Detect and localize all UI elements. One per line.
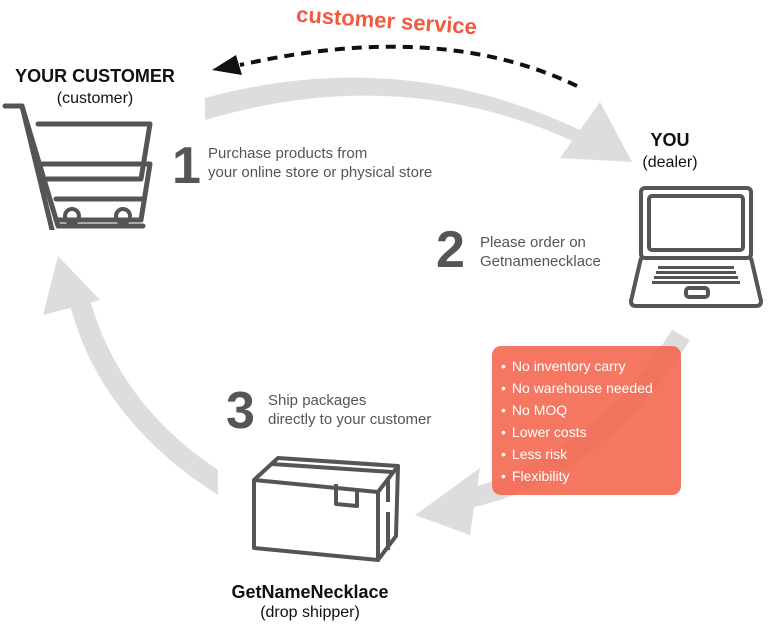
cart-frame [35, 121, 153, 202]
step-1-text-line2: your online store or physical store [208, 164, 433, 181]
customer-subtitle: (customer) [56, 90, 134, 107]
customer-service-dashed-arrow [212, 44, 578, 88]
step-3-text-line2: directly to your customer [268, 411, 432, 428]
step-2-number: 2 [436, 221, 465, 279]
arrow-customer-to-dealer [205, 77, 632, 162]
benefit-item: No inventory carry [501, 355, 681, 377]
cart-body [4, 103, 55, 230]
step-1-number: 1 [172, 137, 201, 195]
arrow-shipper-to-customer [43, 256, 218, 495]
laptop-icon [629, 186, 763, 308]
benefit-item: Lower costs [501, 421, 681, 443]
benefit-item: No MOQ [501, 399, 681, 421]
step-3-number: 3 [226, 382, 255, 440]
dealer-subtitle: (dealer) [642, 154, 698, 171]
cart-wheels [63, 207, 132, 225]
benefits-box: No inventory carry No warehouse needed N… [492, 346, 681, 495]
step-2-text-line2: Getnamenecklace [480, 253, 601, 270]
benefit-item: Less risk [501, 443, 681, 465]
step-3-text-line1: Ship packages [268, 392, 367, 409]
benefit-item: No warehouse needed [501, 377, 681, 399]
step-2-text-line1: Please order on [480, 234, 586, 251]
shipper-subtitle: (drop shipper) [260, 604, 360, 621]
benefits-list: No inventory carry No warehouse needed N… [501, 355, 681, 487]
benefit-item: Flexibility [501, 465, 681, 487]
package-box-icon [252, 456, 400, 562]
dealer-title: YOU [650, 130, 690, 150]
step-1-text-line1: Purchase products from [208, 145, 368, 162]
shipper-title: GetNameNecklace [231, 582, 389, 602]
customer-title: YOUR CUSTOMER [15, 66, 175, 86]
